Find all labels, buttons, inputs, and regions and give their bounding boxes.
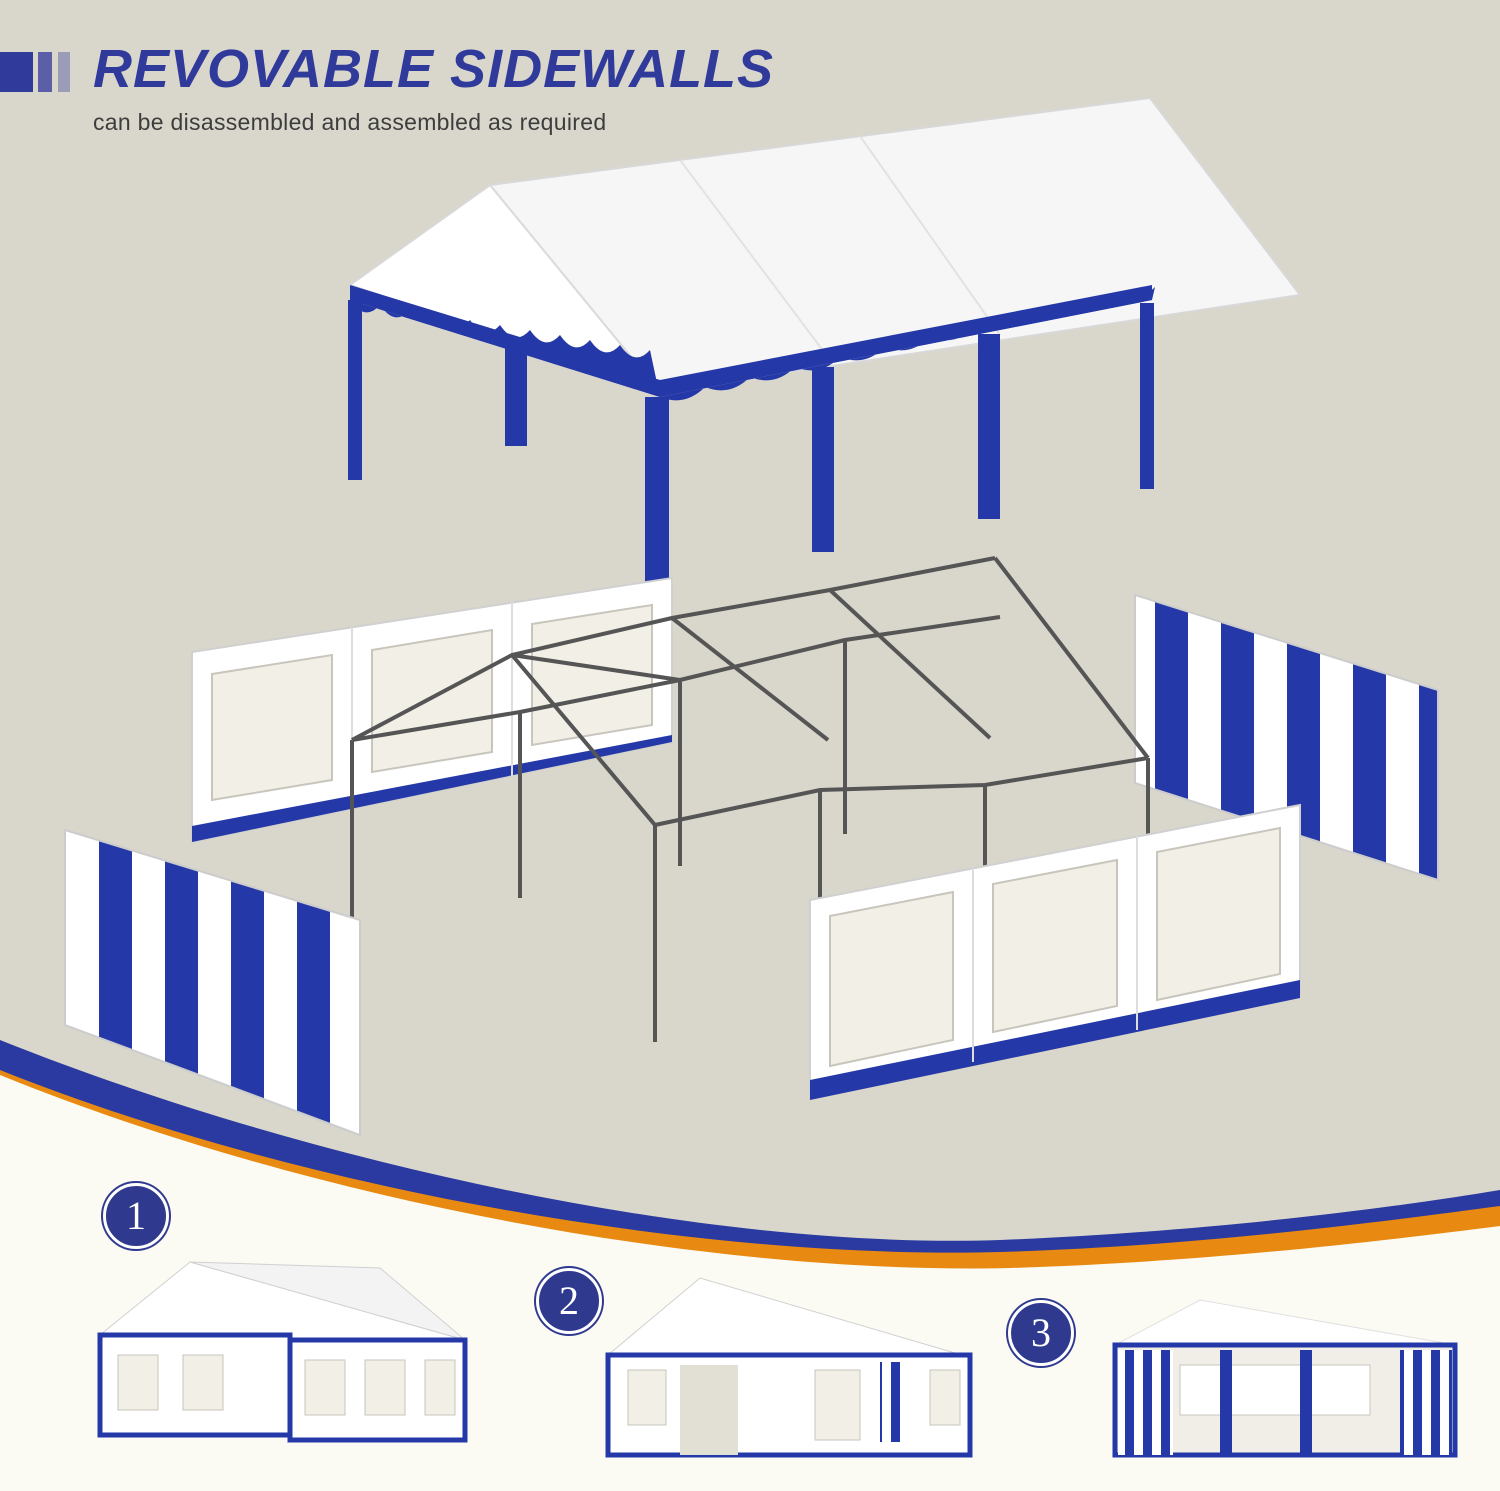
canopy-roof [347,96,1302,585]
tent-step-2-illustration [605,1277,973,1458]
page-subtitle: can be disassembled and assembled as req… [93,109,607,135]
title-accent-bars [0,52,72,92]
step-badge-3: 3 [1008,1300,1074,1366]
step-badge-2: 2 [536,1268,602,1334]
sidewall-striped-panel-right [1134,593,1439,882]
tent-step-1-illustration [97,1261,468,1443]
tent-step-3-illustration [1112,1299,1458,1458]
sidewall-window-panel-back [191,576,673,844]
sidewall-striped-panel-left [64,828,361,1137]
page-title: REVOVABLE SIDEWALLS [93,39,775,99]
tent-frame [350,556,1150,1042]
step-badge-1: 1 [103,1183,169,1249]
sidewall-window-panel-front [809,803,1301,1100]
